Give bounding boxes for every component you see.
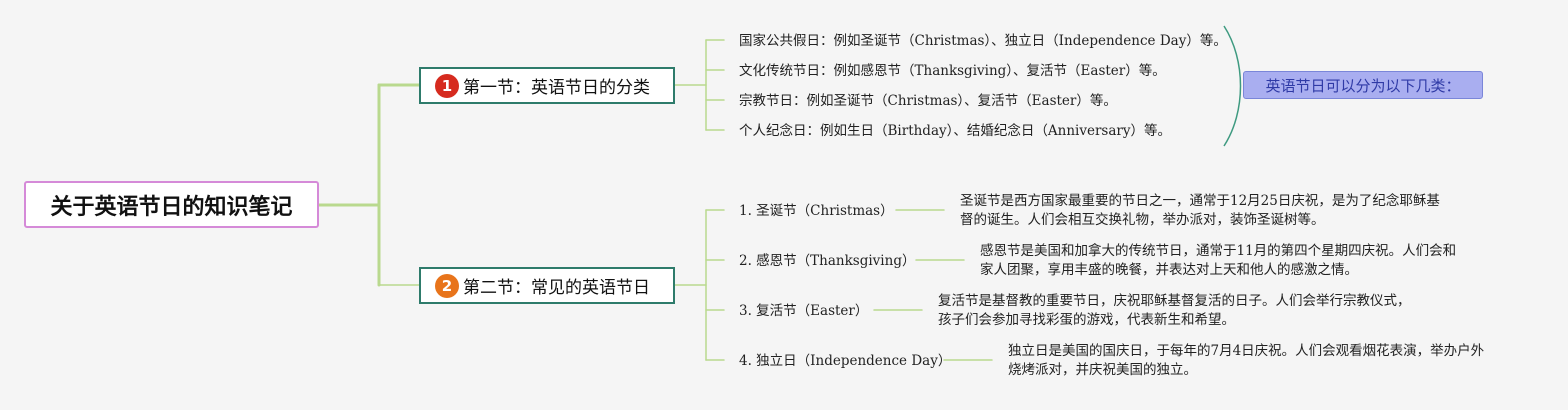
section-1-badge: 1 xyxy=(435,73,459,98)
holiday-title-independence-day[interactable]: 4. 独立日（Independence Day） xyxy=(739,353,952,369)
holiday-desc-christmas[interactable]: 圣诞节是西方国家最重要的节日之一，通常于12月25日庆祝，是为了纪念耶稣基 督的… xyxy=(960,192,1440,230)
category-item-3[interactable]: 宗教节日：例如圣诞节（Christmas）、复活节（Easter）等。 xyxy=(739,93,1117,109)
holiday-title-thanksgiving[interactable]: 2. 感恩节（Thanksgiving） xyxy=(739,253,916,269)
desc-line: 独立日是美国的国庆日，于每年的7月4日庆祝。人们会观看烟花表演，举办户外 xyxy=(1008,343,1485,359)
summary-node[interactable]: 英语节日可以分为以下几类： xyxy=(1243,71,1483,99)
holiday-title-easter[interactable]: 3. 复活节（Easter） xyxy=(739,303,869,319)
section-1-node[interactable]: 1 第一节：英语节日的分类 xyxy=(419,67,675,104)
desc-line: 督的诞生。人们会相互交换礼物，举办派对，装饰圣诞树等。 xyxy=(960,212,1325,228)
root-topic-label: 关于英语节日的知识笔记 xyxy=(50,194,293,220)
desc-line: 复活节是基督教的重要节日，庆祝耶稣基督复活的日子。人们会举行宗教仪式， xyxy=(938,293,1411,309)
section-1-label: 第一节：英语节日的分类 xyxy=(463,78,650,98)
desc-line: 感恩节是美国和加拿大的传统节日，通常于11月的第四个星期四庆祝。人们会和 xyxy=(980,243,1457,259)
category-item-1[interactable]: 国家公共假日：例如圣诞节（Christmas）、独立日（Independence… xyxy=(739,33,1227,49)
section-2-badge: 2 xyxy=(435,273,459,298)
holiday-desc-independence-day[interactable]: 独立日是美国的国庆日，于每年的7月4日庆祝。人们会观看烟花表演，举办户外 烧烤派… xyxy=(1008,342,1484,380)
desc-line: 烧烤派对，并庆祝美国的独立。 xyxy=(1008,362,1197,378)
holiday-title-christmas[interactable]: 1. 圣诞节（Christmas） xyxy=(739,203,894,219)
desc-line: 家人团聚，享用丰盛的晚餐，并表达对上天和他人的感激之情。 xyxy=(980,262,1358,278)
desc-line: 圣诞节是西方国家最重要的节日之一，通常于12月25日庆祝，是为了纪念耶稣基 xyxy=(960,193,1440,209)
category-item-4[interactable]: 个人纪念日：例如生日（Birthday）、结婚纪念日（Anniversary）等… xyxy=(739,123,1171,139)
desc-line: 孩子们会参加寻找彩蛋的游戏，代表新生和希望。 xyxy=(938,312,1235,328)
root-topic[interactable]: 关于英语节日的知识笔记 xyxy=(24,181,319,228)
section-2-label: 第二节：常见的英语节日 xyxy=(463,278,650,298)
category-item-2[interactable]: 文化传统节日：例如感恩节（Thanksgiving）、复活节（Easter）等。 xyxy=(739,63,1166,79)
summary-brace xyxy=(1223,25,1242,147)
holiday-desc-thanksgiving[interactable]: 感恩节是美国和加拿大的传统节日，通常于11月的第四个星期四庆祝。人们会和 家人团… xyxy=(980,242,1456,280)
summary-label: 英语节日可以分为以下几类： xyxy=(1265,76,1461,95)
holiday-desc-easter[interactable]: 复活节是基督教的重要节日，庆祝耶稣基督复活的日子。人们会举行宗教仪式， 孩子们会… xyxy=(938,292,1411,330)
section-2-node[interactable]: 2 第二节：常见的英语节日 xyxy=(419,267,675,304)
